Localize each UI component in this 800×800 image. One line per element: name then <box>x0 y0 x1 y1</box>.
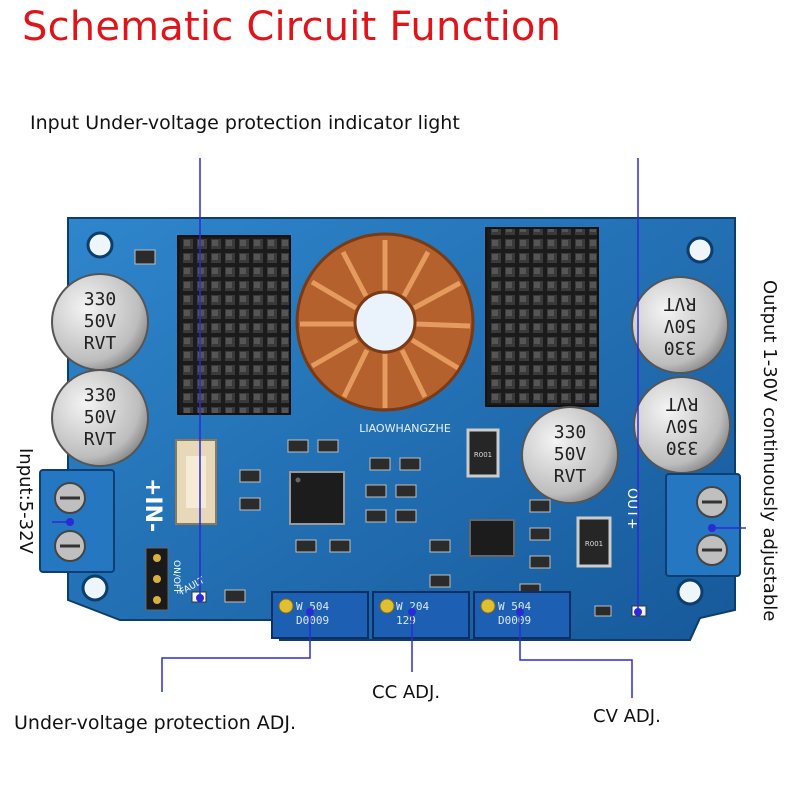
smd-components <box>134 249 612 617</box>
mount-hole <box>676 578 704 606</box>
callout-uv-adj: Under-voltage protection ADJ. <box>14 712 297 734</box>
callout-dots <box>66 518 716 616</box>
cap-label-line2: 50V <box>84 311 117 332</box>
mount-hole <box>86 231 114 259</box>
mount-hole <box>81 574 109 602</box>
callout-indicator-light: Input Under-voltage protection indicator… <box>30 112 460 134</box>
cap-label-line2: 50V <box>84 407 117 428</box>
capacitor <box>51 369 149 467</box>
controller-ic <box>289 471 345 525</box>
shunt-resistor: R001 <box>576 516 612 568</box>
sop-ic <box>469 519 515 557</box>
capacitor <box>631 276 729 374</box>
cap-label-line2: 50V <box>664 315 697 336</box>
pot-code: W 504 <box>498 600 531 613</box>
silk-out-label: OUT+ <box>624 488 640 530</box>
pot-subcode: D0009 <box>498 614 531 627</box>
input-terminal-block <box>39 469 115 573</box>
silk-onoff-label: ON/OFF <box>171 560 181 594</box>
cap-label-line3: RVT <box>666 393 699 414</box>
onoff-header <box>145 547 169 611</box>
input-fuse <box>175 439 217 525</box>
callout-input-voltage: Input:5-32V <box>15 448 36 554</box>
pot-uv-adj[interactable] <box>271 591 369 639</box>
pot-subcode: 129 <box>396 614 416 627</box>
output-terminal-block <box>665 473 741 577</box>
callout-cv-adj: CV ADJ. <box>593 706 661 727</box>
silkscreen-name: LIAOWHANGZHE <box>359 422 451 435</box>
pot-code: W 204 <box>396 600 429 613</box>
cap-label-line3: RVT <box>664 293 697 314</box>
cap-label-line3: RVT <box>84 333 117 354</box>
cap-label-line1: 330 <box>84 289 117 310</box>
heatsink-left <box>177 235 291 415</box>
cap-label-line2: 50V <box>554 444 587 465</box>
callout-cc-adj: CC ADJ. <box>372 682 441 703</box>
capacitor <box>521 406 619 504</box>
silk-in-label: +IN- <box>140 478 165 532</box>
cap-label-line1: 330 <box>664 337 697 358</box>
page-title: Schematic Circuit Function <box>22 4 562 50</box>
resistor-code: R001 <box>585 540 603 548</box>
cap-label-line3: RVT <box>84 429 117 450</box>
cap-label-line2: 50V <box>666 415 699 436</box>
toroid-inductor <box>295 232 475 412</box>
heatsink-right <box>485 227 599 407</box>
pot-code: W 504 <box>296 600 329 613</box>
mount-hole <box>686 236 714 264</box>
resistor-code: R001 <box>474 451 492 459</box>
cap-label-line3: RVT <box>554 466 587 487</box>
pot-cc-adj[interactable] <box>372 591 470 639</box>
callout-output-voltage: Output 1-30V continuously adjustable <box>759 280 780 622</box>
cap-label-line1: 330 <box>554 422 587 443</box>
cap-label-line1: 330 <box>84 385 117 406</box>
shunt-resistor: R001 <box>466 428 500 478</box>
cap-label-line1: 330 <box>666 437 699 458</box>
pot-subcode: D0009 <box>296 614 329 627</box>
